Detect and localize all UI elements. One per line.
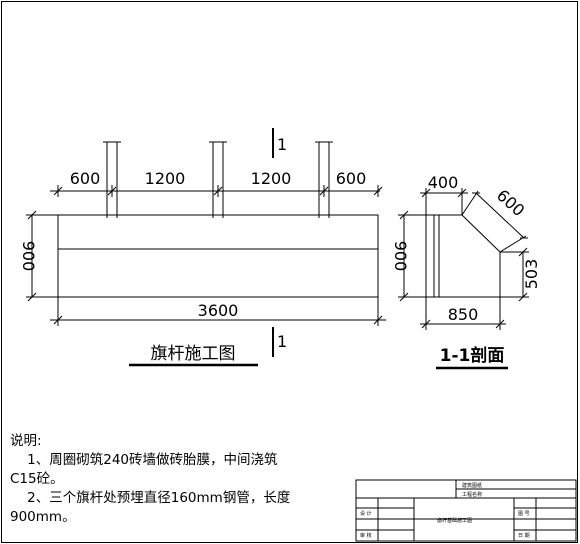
flag-pole-middle — [209, 141, 227, 218]
notes-section: 说明: 1、周圈砌筑240砖墙做砖胎膜，中间浇筑 C15砼。 2、三个旗杆处预埋… — [10, 432, 340, 527]
front-height-label: 900 — [19, 241, 38, 272]
top-dimension-ticks — [53, 185, 383, 197]
dim-1200-left: 1200 — [145, 169, 186, 188]
section-right-height-label: 503 — [522, 259, 541, 290]
flag-pole-left — [103, 141, 121, 218]
foundation-outline — [57, 214, 379, 298]
title-block-drawing-no-label: 图 号 — [518, 511, 530, 517]
front-view — [26, 128, 386, 367]
front-view-title: 旗杆施工图 — [151, 344, 236, 364]
note-line-4: 900mm。 — [10, 509, 76, 525]
section-bottom-width: 850 — [448, 305, 479, 324]
section-mark-bottom-label: 1 — [277, 332, 287, 351]
dim-600-right: 600 — [336, 169, 367, 188]
note-line-1: 1、周圈砌筑240砖墙做砖胎膜，中间浇筑 — [10, 452, 278, 468]
dim-600-left: 600 — [70, 169, 101, 188]
section-slope-dimension — [475, 192, 525, 239]
dim-1200-right: 1200 — [251, 169, 292, 188]
section-slope-label: 600 — [493, 186, 528, 221]
section-mark-top-label: 1 — [277, 135, 287, 154]
section-top-width: 400 — [428, 173, 459, 192]
section-outline — [425, 214, 501, 298]
title-block-top-label: 建筑图纸 — [462, 482, 482, 489]
title-block — [355, 479, 577, 542]
section-view — [398, 188, 529, 370]
section-view-title: 1-1剖面 — [440, 345, 505, 366]
title-block-drawing-name: 旗杆基础施工图 — [437, 517, 472, 524]
notes-heading: 说明: — [10, 433, 42, 449]
title-block-designer-label: 设 计 — [360, 510, 372, 517]
title-block-frame — [355, 479, 577, 542]
note-line-2: C15砼。 — [10, 471, 64, 487]
flag-pole-right — [315, 141, 333, 218]
note-line-3: 2、三个旗杆处预埋直径160mm钢管，长度 — [10, 490, 291, 506]
section-height-label: 900 — [391, 241, 410, 272]
title-block-project-label: 工程名称 — [462, 491, 482, 498]
front-total-width: 3600 — [198, 301, 239, 320]
title-block-checker-label: 审 核 — [360, 532, 372, 539]
title-block-date-label: 日 期 — [518, 533, 530, 539]
